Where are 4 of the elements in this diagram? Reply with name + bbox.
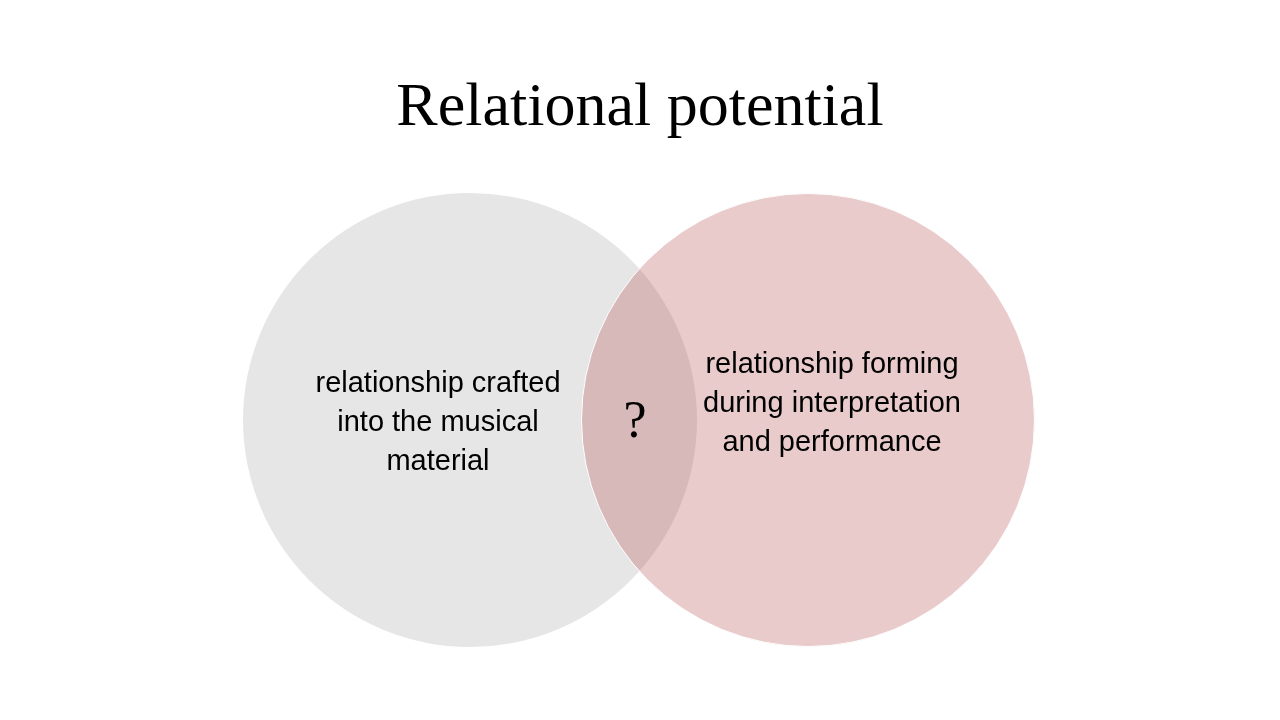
circle-label: relationship crafted into the musical material [314, 365, 562, 478]
title: Relational potential [395, 69, 885, 140]
circle-label: relationship forming during interpretation and performance [702, 346, 962, 459]
question-mark: ? [622, 390, 648, 450]
